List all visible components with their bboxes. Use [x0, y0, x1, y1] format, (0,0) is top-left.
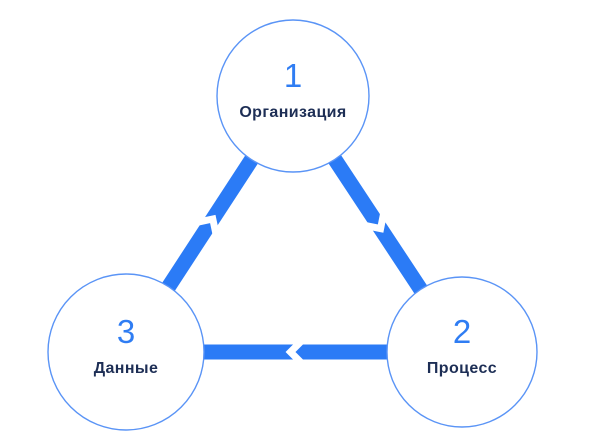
node-circle-data — [47, 273, 205, 431]
node-label-data: Данные — [94, 360, 159, 377]
node-number-process: 2 — [453, 313, 471, 350]
node-number-organization: 1 — [284, 57, 302, 94]
arrowhead-process-to-data-icon — [285, 336, 306, 368]
node-label-organization: Организация — [239, 104, 346, 121]
node-number-data: 3 — [117, 313, 135, 350]
node-circle-organization — [216, 19, 370, 173]
arrowhead-organization-to-process-icon — [361, 209, 388, 233]
node-label-process: Процесс — [427, 360, 497, 377]
arrowhead-data-to-organization-icon — [194, 214, 221, 238]
node-circle-process — [386, 276, 538, 428]
